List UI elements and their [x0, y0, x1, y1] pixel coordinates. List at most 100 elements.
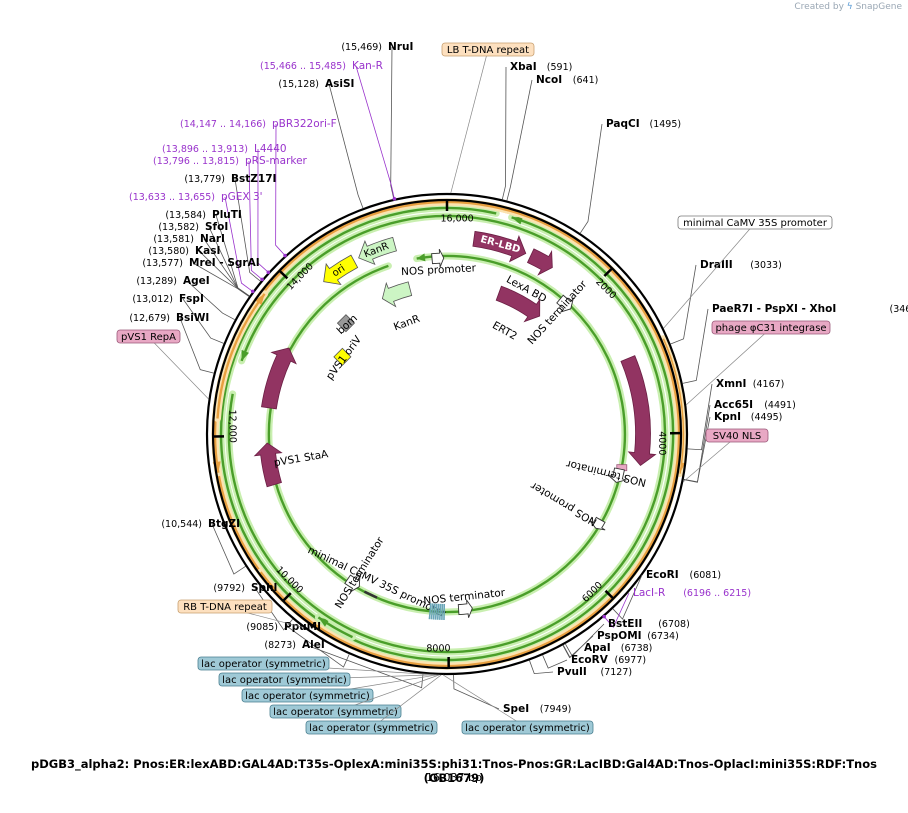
site-position: (9085)	[246, 622, 278, 633]
site-leader-line	[501, 66, 507, 200]
site-position: (4167)	[753, 379, 785, 390]
site-leader-line	[257, 148, 269, 273]
kanr-outer-arrow	[358, 236, 397, 266]
site-position: (13,633 .. 13,655)	[129, 192, 215, 203]
nos-term-2-arrow	[608, 467, 627, 483]
box-leader-line	[682, 435, 738, 483]
site-position: (15,466 .. 15,485)	[260, 61, 346, 72]
site-nrui: NruI(15,469)	[341, 41, 413, 200]
tick-mark	[282, 592, 292, 602]
bom-label: bom	[335, 312, 360, 337]
site-name: MreI - SgrAI	[189, 257, 260, 269]
feature-nos-prom-1: NOS promoter	[401, 248, 477, 278]
site-position: (10,544)	[161, 519, 202, 530]
backbone-inner	[211, 198, 683, 670]
box-leader-line	[450, 49, 489, 194]
site-name: pGEX 3'	[221, 191, 263, 203]
site-position: (13,584)	[165, 210, 206, 221]
site-position: (7127)	[601, 667, 633, 678]
site-mrei: MreI - SgrAI(13,577)	[142, 257, 260, 297]
site-leader-line	[355, 65, 395, 199]
site-name: PluTI	[212, 209, 242, 221]
tick-mark	[279, 270, 289, 280]
box-text: lac operator (symmetric)	[245, 691, 370, 702]
pvs1-staa-arrow	[253, 442, 283, 488]
site-leader-line	[603, 592, 630, 629]
box-frame	[177, 599, 273, 614]
box-text: LB T-DNA repeat	[447, 45, 529, 56]
ori-arrow	[323, 254, 359, 286]
boxed-feature-labels: LB T-DNA repeat minimal CaMV 35S promoter…	[116, 42, 833, 735]
nos-term-2-label: NOS terminator	[564, 457, 647, 488]
lac-operator-bar	[436, 603, 440, 620]
site-name: XbaI	[510, 61, 537, 73]
backbone-outer	[205, 192, 689, 676]
arc-arrowhead	[416, 253, 426, 262]
arc-arrowhead	[511, 216, 524, 225]
box-frame	[441, 42, 535, 57]
arc-line	[219, 206, 675, 662]
site-leader-line	[687, 383, 713, 451]
primer-mark	[283, 253, 287, 258]
primer-mark	[250, 289, 255, 294]
site-leader-line	[670, 264, 697, 345]
lexa-bd-arrow	[526, 248, 553, 276]
site-name: LacI-R	[633, 587, 665, 599]
site-leader-line	[542, 655, 568, 669]
tick-mark	[604, 589, 614, 599]
snapgene-brand: Created by ϟ SnapGene	[794, 2, 902, 12]
box-min35s-box: minimal CaMV 35S promoter	[663, 215, 833, 329]
box-leader-line	[685, 327, 772, 406]
feature-pvs1-staa: pVS1 StaA	[253, 442, 330, 488]
site-name: SphI	[251, 582, 277, 594]
site-ecorv: EcoRV(6977)	[542, 654, 646, 669]
site-paer7i: PaeR7I - PspXI - XhoI (3469)	[682, 303, 908, 384]
pvs1-repa-arrow	[261, 347, 297, 410]
feature-kanr-outer: KanR	[358, 236, 397, 266]
site-name: PaeR7I - PspXI - XhoI	[712, 303, 836, 315]
site-bsteii: BstEII(6708)	[565, 618, 690, 657]
site-position: (13,896 .. 13,913)	[162, 144, 248, 155]
site-name: pBR322ori-F	[272, 118, 337, 130]
arc-line	[216, 293, 266, 419]
arc-arrowhead	[254, 293, 265, 305]
box-text: pVS1 RepA	[121, 332, 176, 343]
site-position: (591)	[547, 62, 573, 73]
site-agei: AgeI(13,289)	[136, 275, 236, 321]
site-asisi: AsiSI(15,128)	[278, 78, 364, 209]
box-frame	[461, 720, 594, 735]
nos-prom-1-label: NOS promoter	[401, 262, 477, 278]
feature-kanr-inner: KanR	[381, 281, 422, 333]
box-frame	[711, 320, 831, 335]
site-leader-line	[390, 46, 395, 200]
box-text: minimal CaMV 35S promoter	[683, 218, 828, 229]
nos-prom-2-label: NOS promoter	[528, 479, 599, 528]
tick-label: 12,000	[226, 410, 237, 443]
site-position: (6708)	[658, 619, 690, 630]
site-position: (12,679)	[129, 313, 170, 324]
box-text: lac operator (symmetric)	[201, 659, 326, 670]
site-ecori: EcoRI(6081)	[612, 569, 721, 620]
er-lbd-arrow	[472, 230, 527, 263]
box-leader-line	[663, 222, 756, 329]
feature-pvs1-repa	[261, 347, 297, 410]
arc-line	[661, 338, 685, 474]
site-name: AgeI	[183, 275, 210, 287]
site-leader-line	[529, 660, 554, 675]
site-leader-line	[192, 262, 250, 297]
site-leader-line	[612, 574, 643, 620]
site-position: (3469)	[890, 304, 908, 315]
box-text: lac operator (symmetric)	[273, 707, 398, 718]
nos-prom-2-arrow	[589, 516, 606, 531]
site-bsiwi: BsiWI(12,679)	[129, 312, 214, 374]
site-pgex3: pGEX 3' (13,633 .. 13,655)	[129, 191, 263, 294]
box-text: RB T-DNA repeat	[183, 602, 267, 613]
site-btgzi: BtgZI(10,544)	[161, 518, 246, 575]
box-lacop6: lac operator (symmetric)	[442, 674, 594, 735]
site-name: BstZ17I	[231, 173, 276, 185]
site-fspi: FspI(13,012)	[132, 293, 224, 344]
site-name: SpeI	[503, 703, 529, 715]
lac-operator-bar	[434, 603, 438, 620]
site-name: AsiSI	[325, 78, 354, 90]
